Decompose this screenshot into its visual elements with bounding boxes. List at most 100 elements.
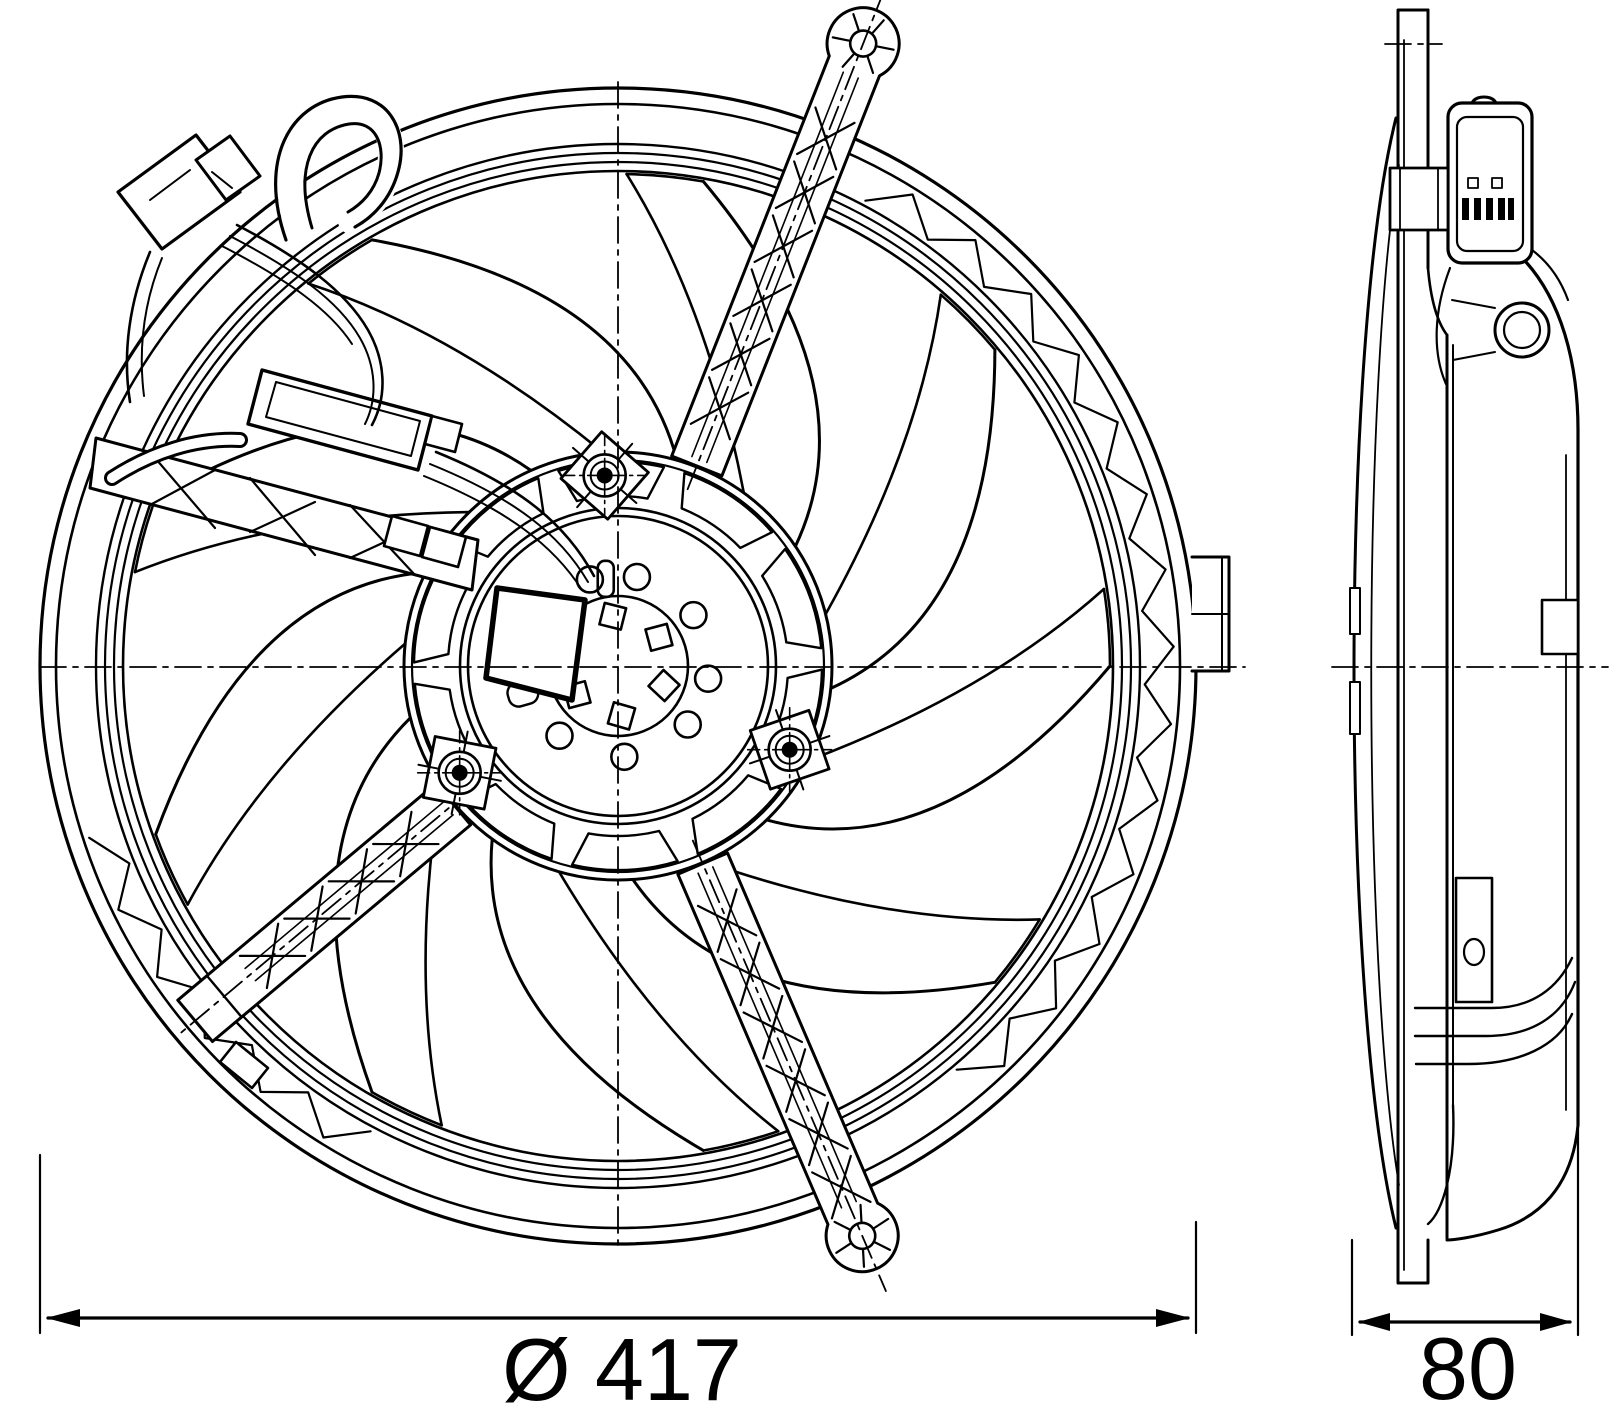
support-arm-line [697,872,843,1209]
motor-outline [1524,260,1580,1127]
side-view-line [1486,198,1493,220]
fan-blades-line [370,238,679,462]
arrow-right-icon [1540,1313,1572,1331]
hub-screws [416,430,833,816]
hub-screw [746,706,833,793]
side-view-line [1445,1123,1580,1242]
fan-blades-line [701,180,821,548]
fan-blades-line [809,587,1106,762]
motor-hub-line [673,710,703,739]
side-depth-label: 80 [1419,1319,1517,1417]
motor-hub-line [598,601,628,631]
wiring-harness-line [149,169,191,201]
side-view-line [1426,266,1449,337]
blade-profile [1352,116,1398,1230]
front-diameter-dimension: Ø 417 [38,1153,1198,1417]
motor-hub-line [453,477,545,558]
fan-blades-line [370,1090,443,1127]
side-view-line [1462,937,1486,967]
cable-hook-fill [277,96,405,246]
side-view-line [1451,299,1496,309]
right-mounting-tab [1190,555,1231,673]
support-arm-line [686,0,887,491]
support-arm-line [244,801,444,970]
support-arm-line [177,787,474,1036]
side-connector [1446,101,1534,265]
support-arm [176,782,474,1044]
side-depth-dimension: 80 [1350,1123,1580,1417]
motor-hub-line [596,559,616,599]
support-arm-line [691,71,845,458]
hub-screw-line [479,775,502,782]
support-arms [176,0,901,1292]
wiring-harness-line [194,134,262,202]
side-view-line [1540,598,1580,656]
side-view-line [1455,115,1525,253]
support-arm-line [712,866,858,1203]
fan-blades-line [154,833,189,906]
fan-blades-line [824,293,943,616]
hub-screw-line [437,750,482,796]
arrow-left-icon [46,1309,80,1327]
side-view-line [1414,1012,1574,1066]
support-arm-line [870,19,885,35]
front-view [38,0,1231,1292]
hub-screw [416,730,503,816]
support-arm-line [861,1247,866,1268]
hub-screw-line [462,730,469,754]
motor-hub-line [647,668,681,703]
resistor-block [246,368,434,472]
wiring-harness-line [423,475,583,591]
hub-label-plate [483,585,588,703]
wiring-harness-line [248,500,317,534]
wiring-harness-line [125,250,152,404]
wiring-harness [88,94,596,703]
support-arm-line [254,814,454,982]
fan-blades-line [703,860,1041,922]
support-arm-line [859,1203,863,1224]
dimensions: Ø 417 80 [38,1123,1580,1417]
fan-blades-line [829,348,997,690]
support-arm-line [835,1241,853,1254]
motor-hub-line [693,664,723,693]
wiring-harness-line [348,503,417,577]
arrow-left-icon [1358,1313,1390,1331]
support-arm-line [866,54,875,75]
side-view-line [1498,198,1505,220]
side-view-line [1388,166,1450,232]
fan-blades-line [557,870,780,1133]
side-view-line [1502,310,1542,350]
support-arm-line [874,45,895,51]
hub-screw-line [582,453,627,498]
fan-blades-line [489,837,705,1152]
motor-hub-line [680,471,774,550]
hub-screw-line [808,735,831,744]
side-view-line [1426,1103,1455,1226]
motor-hub-line [761,547,823,650]
motor-hub-line [610,742,639,772]
side-view-line [1349,681,1361,735]
wiring-harness-line [303,122,383,230]
wiring-harness-line [382,514,430,558]
side-view-line [1467,177,1479,189]
side-view-line [1413,980,1577,1038]
fan-blades-line [307,282,605,454]
side-view-line [1508,198,1514,220]
wiring-harness-line [140,257,163,397]
wiring-harness-line [107,434,245,483]
side-view-line [1413,956,1574,1010]
side-view-line [1370,164,1400,1186]
hub-screw [559,430,650,521]
motor-hub-line [545,721,574,751]
lower-left-rim-tab [218,1040,270,1090]
wiring-harness-line [420,525,468,569]
hub-screw-line [450,792,457,816]
hub-screw-line [617,442,634,461]
wiring-harness-line [221,245,353,345]
support-arm-line [706,77,859,464]
support-arm-line [833,1220,852,1232]
support-arm [676,839,900,1292]
side-view-line [1474,198,1481,220]
